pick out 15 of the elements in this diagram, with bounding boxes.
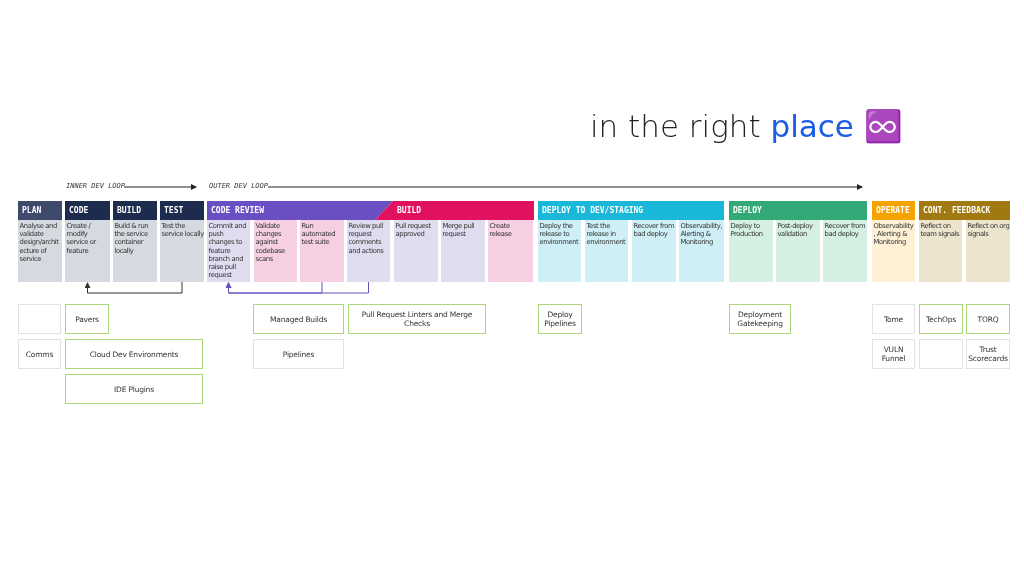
empty-tool-box [18, 304, 61, 334]
stage-header: OPERATE [872, 201, 915, 220]
stage-header: CONT. FEEDBACK [919, 201, 1010, 220]
empty-tool-box [919, 339, 963, 369]
stage-header: DEPLOY TO DEV/STAGING [538, 201, 724, 220]
loop-back-arrow [84, 281, 183, 294]
stage-header: PLAN [18, 201, 62, 220]
stage-header: TEST [160, 201, 204, 220]
stage-header: BUILD [375, 201, 534, 220]
stage-header: CODE [65, 201, 110, 220]
stage-header: BUILD [113, 201, 157, 220]
loop-back-arrow [225, 281, 369, 294]
stage-header: DEPLOY [729, 201, 867, 220]
stage-header: CODE REVIEW [207, 201, 393, 220]
title: in the right place ♾ [590, 108, 903, 145]
